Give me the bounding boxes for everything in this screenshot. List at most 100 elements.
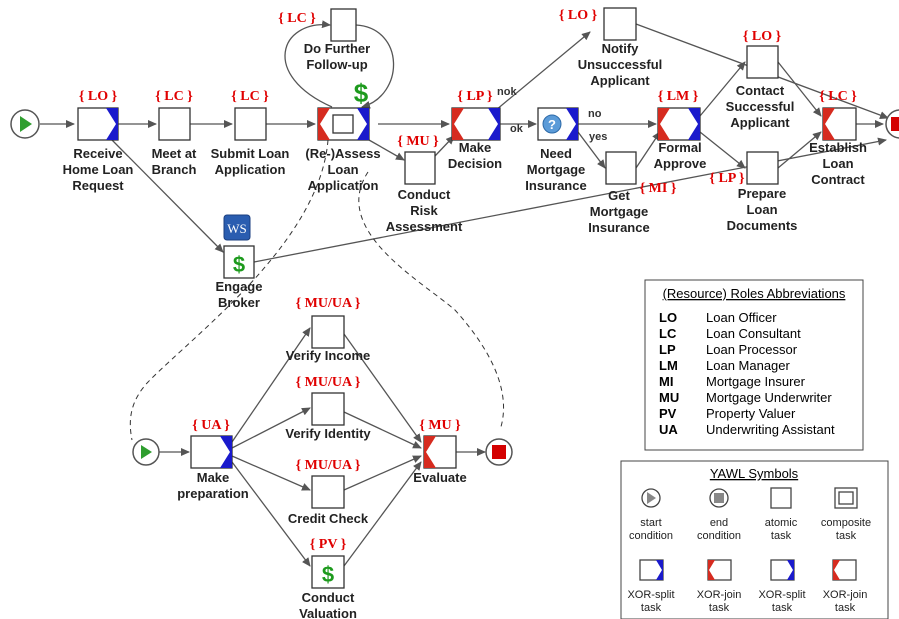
role-abbr: MU — [659, 390, 679, 405]
task-label-establish: Contract — [811, 172, 865, 187]
task-box-broker — [223, 245, 255, 279]
start-condition-main — [10, 109, 40, 139]
task-label-need: Mortgage — [527, 162, 586, 177]
xor-join-task-icon — [707, 559, 732, 581]
task-label-decision: Decision — [448, 156, 502, 171]
role-full-name: Underwriting Assistant — [706, 422, 835, 437]
task-label-make-prep: preparation — [177, 486, 249, 501]
symbol-label: task — [835, 602, 856, 614]
role-full-name: Loan Processor — [706, 342, 798, 357]
task-label-credit-check: Credit Check — [288, 511, 369, 526]
dollar-icon: $ — [354, 78, 369, 108]
role-label: { MU } — [397, 134, 439, 149]
symbol-label: XOR-split — [758, 589, 805, 601]
role-abbr: LP — [659, 342, 676, 357]
symbol-label: condition — [697, 530, 741, 542]
symbol-label: condition — [629, 530, 673, 542]
xor-split-task-icon — [639, 559, 664, 581]
role-label: { LM } — [658, 89, 699, 104]
task-label-valuation: Valuation — [299, 606, 357, 619]
role-abbr: MI — [659, 374, 673, 389]
role-full-name: Loan Consultant — [706, 326, 801, 341]
task-label-broker: Engage — [216, 279, 263, 294]
task-box-notify — [603, 7, 637, 41]
composite-inner-box — [332, 114, 354, 134]
symbol-label: XOR-join — [823, 589, 868, 601]
role-label: { MU/UA } — [296, 296, 361, 311]
composite-task-icon — [834, 487, 858, 509]
end-condition-main — [885, 109, 899, 139]
task-label-notify: Unsuccessful — [578, 57, 663, 72]
symbol-label: start — [640, 517, 661, 529]
task-label-submit: Application — [215, 162, 286, 177]
task-label-verify-identity: Verify Identity — [285, 426, 371, 441]
task-box-conduct-risk — [404, 151, 436, 185]
task-label-notify: Notify — [602, 41, 640, 56]
task-label-decision: Make — [459, 140, 492, 155]
svg-text:?: ? — [548, 117, 556, 132]
task-label-receive: Home Loan — [63, 162, 134, 177]
symbols-legend-title: YAWL Symbols — [710, 466, 799, 481]
role-abbr: PV — [659, 406, 677, 421]
task-box-verify-identity — [311, 392, 345, 426]
end-condition-sub — [485, 438, 513, 466]
task-box-credit-check — [311, 475, 345, 509]
end-condition-icon — [709, 488, 729, 508]
edge-label-yes: yes — [589, 131, 607, 143]
role-label: { LC } — [819, 89, 857, 104]
task-box-submit — [234, 107, 267, 141]
task-label-contact: Successful — [726, 99, 795, 114]
task-label-verify-income: Verify Income — [286, 348, 371, 363]
task-label-get-mortgage: Get — [608, 188, 630, 203]
task-label-meet: Branch — [152, 162, 197, 177]
task-label-evaluate: Evaluate — [413, 470, 466, 485]
task-label-conduct-risk: Assessment — [386, 219, 463, 234]
xor-join-task-icon — [832, 559, 857, 581]
edge-label-no: no — [588, 108, 602, 120]
task-label-prepare: Loan — [746, 202, 777, 217]
role-label: { LC } — [278, 11, 316, 26]
task-box-valuation — [311, 555, 345, 589]
task-label-assess: Loan — [327, 162, 358, 177]
svg-text:WS: WS — [227, 221, 247, 236]
roles-legend-title: (Resource) Roles Abbreviations — [663, 286, 846, 301]
role-labels: { LO } { LC } { LC } { LC } { MU } { LP … — [79, 8, 857, 552]
symbol-label: XOR-join — [697, 589, 742, 601]
task-label-formal: Formal — [658, 140, 701, 155]
role-full-name: Mortgage Insurer — [706, 374, 806, 389]
task-label-valuation: Conduct — [302, 590, 355, 605]
task-box-meet — [158, 107, 191, 141]
task-label-notify: Applicant — [590, 73, 650, 88]
xor-splits — [106, 108, 700, 468]
start-condition-icon — [641, 488, 661, 508]
xor-split-task-icon — [770, 559, 795, 581]
role-abbr: LC — [659, 326, 677, 341]
role-full-name: Mortgage Underwriter — [706, 390, 832, 405]
role-label: { LO } — [559, 8, 598, 23]
task-label-broker: Broker — [218, 295, 260, 310]
task-box-get-mortgage — [605, 151, 637, 185]
subnet-expansion-lines — [129, 139, 505, 441]
web-service-icon: WS — [223, 214, 251, 241]
task-label-assess: Application — [308, 178, 379, 193]
task-label-receive: Receive — [73, 146, 122, 161]
task-label-prepare: Documents — [727, 218, 798, 233]
start-condition-sub — [132, 438, 160, 466]
symbol-label: task — [836, 530, 857, 542]
role-label: { LO } — [79, 89, 118, 104]
task-label-receive: Request — [72, 178, 124, 193]
task-label-make-prep: Make — [197, 470, 230, 485]
edge-label-ok: ok — [510, 123, 524, 135]
task-label-further: Follow-up — [306, 57, 367, 72]
symbols-legend: YAWL Symbols — [620, 460, 889, 619]
role-label: { LP } — [457, 89, 493, 104]
role-label: { LO } — [743, 29, 782, 44]
symbol-label: task — [709, 602, 730, 614]
task-label-meet: Meet at — [152, 146, 197, 161]
role-label: { MU/UA } — [296, 458, 361, 473]
symbol-label: atomic — [765, 517, 798, 529]
task-label-conduct-risk: Conduct — [398, 187, 451, 202]
task-label-contact: Applicant — [730, 115, 790, 130]
